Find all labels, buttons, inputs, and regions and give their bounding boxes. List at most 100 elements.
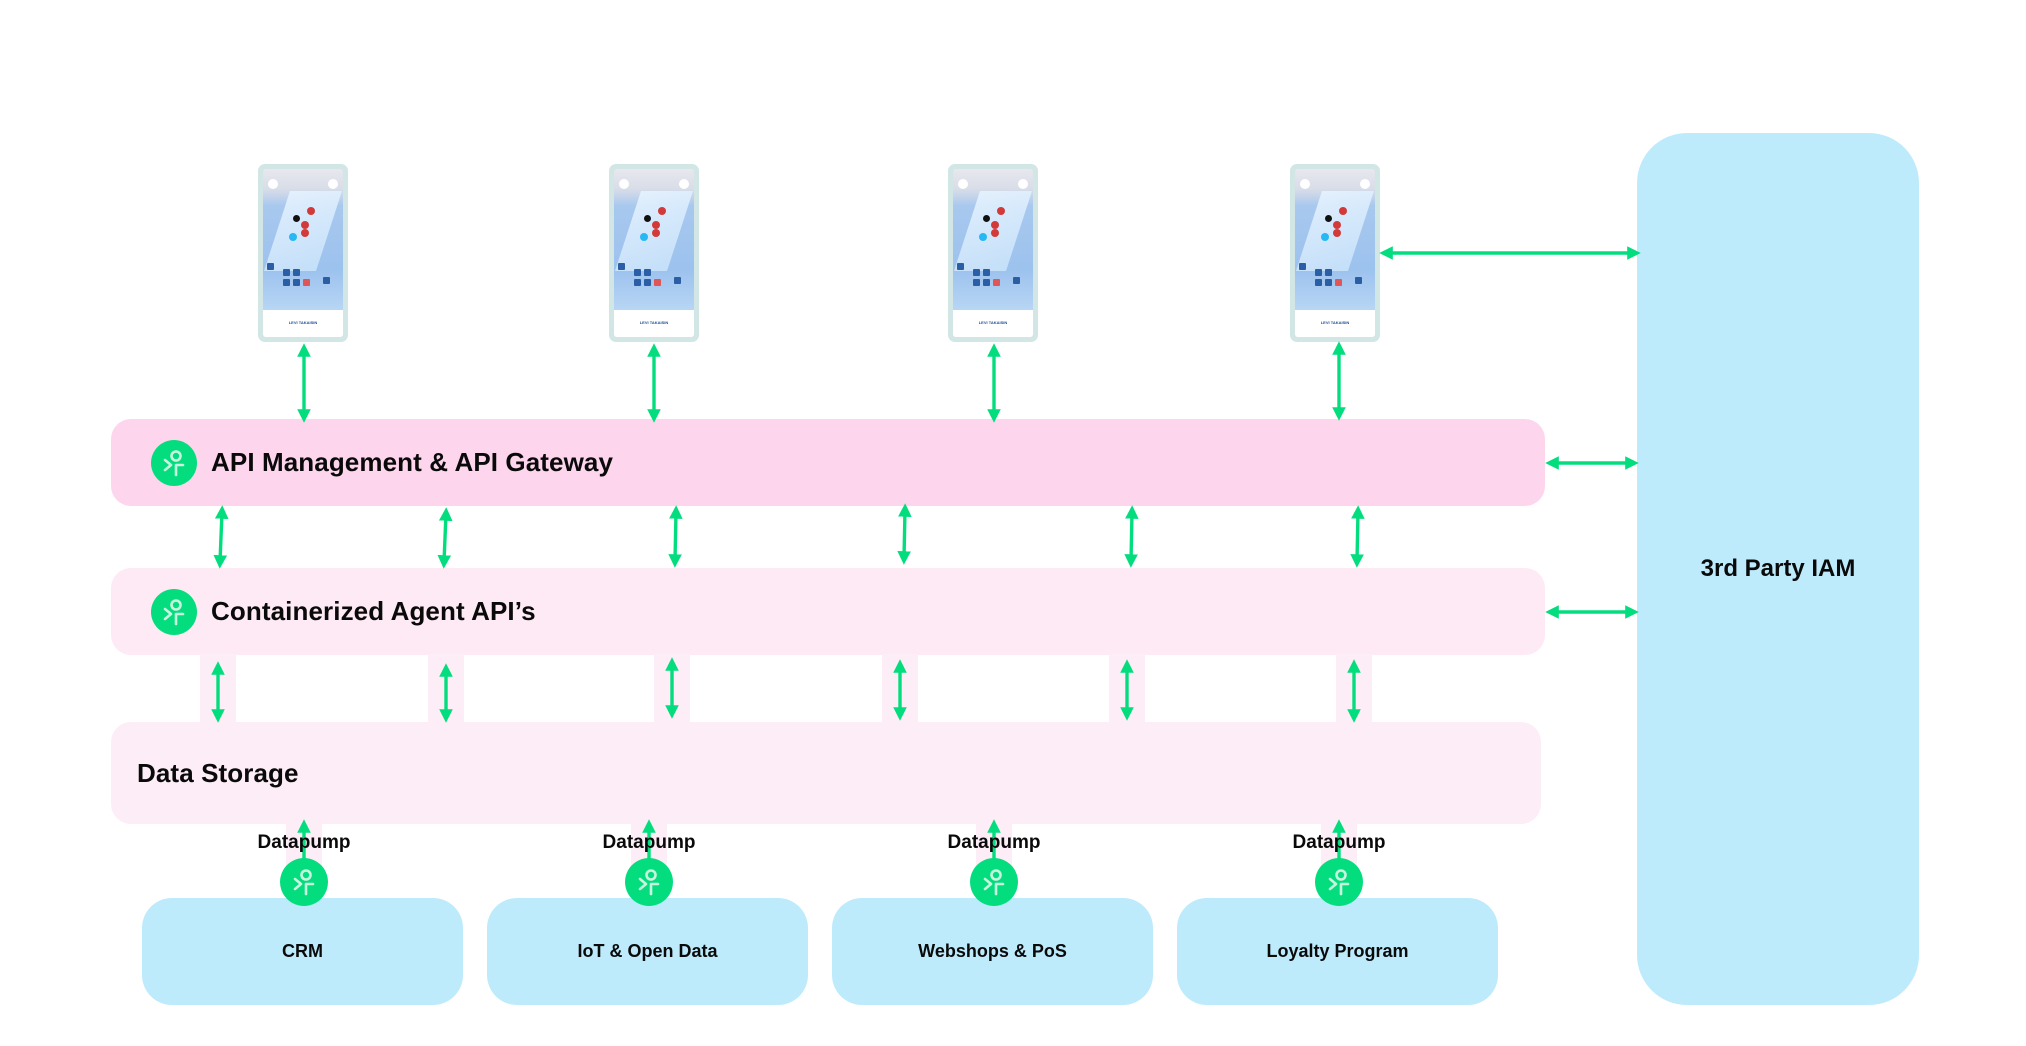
poi-icon: [634, 269, 641, 276]
poi-icon: [1325, 279, 1332, 286]
poi-icon: [983, 279, 990, 286]
app-footer: LEVI TAKAISIN: [1295, 315, 1375, 337]
marker: [991, 221, 999, 229]
iam-label: 3rd Party IAM: [1700, 555, 1856, 582]
source-iot-open-data: IoT & Open Data: [487, 898, 808, 1005]
arrow-gateway-agent: [1124, 505, 1139, 568]
map-button: [1360, 179, 1370, 189]
api-gateway-layer: API Management & API Gateway: [111, 419, 1545, 506]
source-crm: CRM: [142, 898, 463, 1005]
map-button: [958, 179, 968, 189]
source-label: IoT & Open Data: [577, 941, 718, 961]
source-loyalty-program: Loyalty Program: [1177, 898, 1498, 1005]
map-button: [619, 179, 629, 189]
poi-icon: [1315, 269, 1322, 276]
poi-icon: [303, 279, 310, 286]
agent-figure-icon: [1315, 858, 1363, 906]
marker: [652, 229, 660, 237]
app-footer: LEVI TAKAISIN: [263, 315, 343, 337]
marker: [652, 221, 660, 229]
map-screen: LEVI TAKAISIN: [953, 169, 1033, 337]
poi-icon: [1355, 277, 1362, 284]
agent-figure-icon: [970, 858, 1018, 906]
marker: [1339, 207, 1347, 215]
mobile-app-screenshot: LEVI TAKAISIN: [609, 164, 699, 342]
poi-icon: [634, 279, 641, 286]
map-screen: LEVI TAKAISIN: [1295, 169, 1375, 337]
poi-icon: [618, 263, 625, 270]
poi-icon: [957, 263, 964, 270]
layer-title: API Management & API Gateway: [211, 447, 614, 477]
marker: [1333, 221, 1341, 229]
poi-icon: [973, 279, 980, 286]
marker: [979, 233, 987, 241]
data-storage-layer: Data Storage: [111, 722, 1541, 824]
marker: [307, 207, 315, 215]
map-button: [1018, 179, 1028, 189]
map-screen: LEVI TAKAISIN: [614, 169, 694, 337]
poi-icon: [654, 279, 661, 286]
poi-icon: [283, 269, 290, 276]
marker: [1321, 233, 1329, 241]
agent-api-layer: Containerized Agent API’s: [111, 568, 1545, 655]
poi-icon: [1335, 279, 1342, 286]
poi-icon: [1325, 269, 1332, 276]
datapump-label: Datapump: [1292, 832, 1386, 853]
map-button: [328, 179, 338, 189]
footer-label: LEVI TAKAISIN: [978, 320, 1008, 325]
poi-icon: [973, 269, 980, 276]
app-footer: LEVI TAKAISIN: [614, 315, 694, 337]
map-button: [679, 179, 689, 189]
marker: [301, 221, 309, 229]
footer-label: LEVI TAKAISIN: [639, 320, 669, 325]
marker: [983, 215, 990, 222]
marker: [644, 215, 651, 222]
layer-title: Data Storage: [137, 757, 299, 788]
poi-icon: [983, 269, 990, 276]
poi-icon: [674, 277, 681, 284]
datapump-label: Datapump: [602, 832, 696, 853]
map-button: [268, 179, 278, 189]
arrow-gateway-agent: [213, 505, 229, 569]
mobile-app-screenshot: LEVI TAKAISIN: [258, 164, 348, 342]
layer-title: Containerized Agent API’s: [211, 596, 536, 626]
poi-icon: [267, 263, 274, 270]
marker: [1325, 215, 1332, 222]
agent-figure-icon: [625, 858, 673, 906]
source-label: Webshops & PoS: [918, 941, 1067, 961]
agent-figure-icon: [151, 439, 197, 486]
poi-icon: [993, 279, 1000, 286]
source-webshops-pos: Webshops & PoS: [832, 898, 1153, 1005]
poi-icon: [293, 279, 300, 286]
poi-icon: [1013, 277, 1020, 284]
poi-icon: [1315, 279, 1322, 286]
arrow-gateway-agent: [668, 505, 683, 568]
marker: [991, 229, 999, 237]
marker: [289, 233, 297, 241]
arrow-gateway-agent: [1350, 505, 1365, 568]
app-footer: LEVI TAKAISIN: [953, 315, 1033, 337]
poi-icon: [293, 269, 300, 276]
poi-icon: [323, 277, 330, 284]
poi-icon: [1299, 263, 1306, 270]
source-label: Loyalty Program: [1266, 941, 1409, 961]
mobile-app-screenshot: LEVI TAKAISIN: [948, 164, 1038, 342]
poi-icon: [283, 279, 290, 286]
marker: [1333, 229, 1341, 237]
source-label: CRM: [282, 941, 323, 961]
poi-icon: [644, 279, 651, 286]
marker: [640, 233, 648, 241]
map-screen: LEVI TAKAISIN: [263, 169, 343, 337]
datapump-label: Datapump: [947, 832, 1041, 853]
arrow-gateway-agent: [897, 503, 912, 565]
marker: [997, 207, 1005, 215]
agent-figure-icon: [280, 858, 328, 906]
footer-label: LEVI TAKAISIN: [1320, 320, 1350, 325]
poi-icon: [644, 269, 651, 276]
agent-figure-icon: [151, 588, 197, 635]
footer-label: LEVI TAKAISIN: [288, 320, 318, 325]
marker: [293, 215, 300, 222]
datapump-label: Datapump: [257, 832, 351, 853]
marker: [301, 229, 309, 237]
